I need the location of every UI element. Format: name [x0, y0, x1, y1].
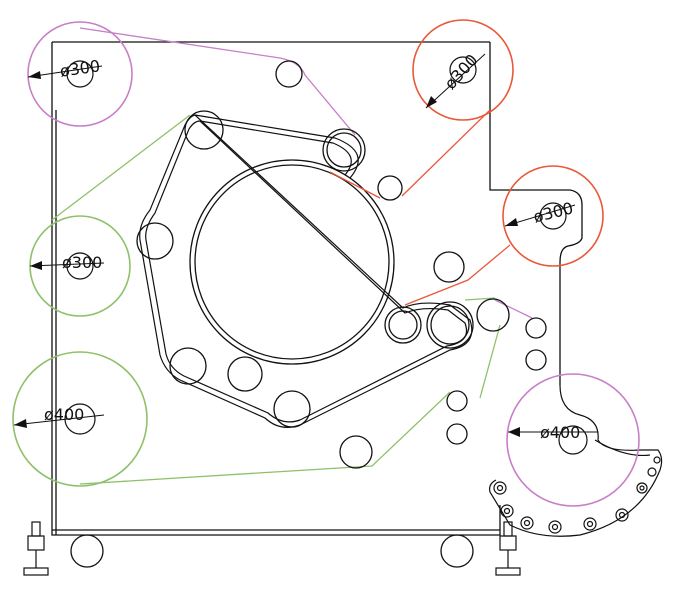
reel-left-middle-label: ø300: [62, 253, 102, 272]
reel-right-bottom-label: ø400: [540, 423, 580, 442]
guide-pin: [548, 520, 562, 534]
guide-pin: [493, 481, 507, 495]
idler-roller: [426, 301, 474, 349]
reel-right-middle: ø300: [502, 165, 604, 267]
idler-roller: [227, 356, 263, 392]
idler-roller: [184, 110, 224, 150]
idler-roller: [388, 310, 418, 340]
idler-roller: [275, 60, 303, 88]
machine-feet: [23, 521, 521, 576]
reel-top-left: ø300: [27, 21, 133, 127]
idler-roller: [525, 317, 547, 339]
reel-left-bottom: ø400: [12, 351, 148, 487]
idler-roller: [446, 423, 468, 445]
foot-right: [495, 521, 521, 576]
idler-rollers: [70, 60, 547, 568]
idler-roller: [446, 390, 468, 412]
idler-roller: [322, 128, 366, 172]
reel-right-middle-label: ø300: [531, 198, 575, 226]
machine-frame: [51, 41, 583, 536]
guide-pin: [583, 517, 597, 531]
guide-pin: [496, 484, 504, 492]
web-path-red-top: [329, 109, 491, 199]
guide-pin: [636, 482, 648, 494]
web-path-pink-right: [494, 299, 533, 319]
idler-roller: [136, 222, 174, 260]
guide-pin: [615, 508, 629, 522]
web-path-pink-top: [79, 27, 356, 136]
idler-roller: [273, 390, 311, 428]
guide-pin: [500, 504, 514, 518]
guide-pin: [639, 485, 645, 491]
idler-roller: [169, 347, 207, 385]
guide-pin: [520, 516, 534, 530]
idler-roller: [377, 175, 403, 201]
belt-loop: [139, 114, 473, 428]
web-path-red-right: [404, 244, 511, 306]
foot-left: [23, 521, 49, 576]
reel-right-bottom: ø400: [506, 373, 640, 507]
idler-roller: [430, 305, 470, 345]
idler-roller: [440, 534, 474, 568]
idler-roller: [339, 435, 373, 469]
guide-pin: [551, 523, 559, 531]
idler-roller: [384, 306, 422, 344]
central-drum: [189, 159, 395, 365]
guide-pin: [647, 467, 657, 477]
reel-top-right: ø300: [412, 19, 514, 121]
idler-roller: [525, 349, 547, 371]
guide-pin: [503, 507, 511, 515]
web-path-green-left: [51, 114, 501, 485]
idler-roller: [326, 132, 362, 168]
reel-top-left-label: ø300: [59, 56, 102, 80]
idler-roller: [70, 534, 104, 568]
guide-pin: [523, 519, 531, 527]
curved-guide-plate: [489, 384, 663, 537]
idler-roller: [433, 251, 465, 283]
belt-outer: [139, 114, 473, 428]
guide-pin: [653, 456, 661, 464]
idler-roller: [476, 298, 510, 332]
reel-left-middle: ø300: [29, 215, 131, 317]
guide-pin: [586, 520, 594, 528]
reel-left-bottom-label: ø400: [44, 405, 84, 424]
guide-pin: [618, 511, 626, 519]
frame-outline: [51, 41, 583, 536]
